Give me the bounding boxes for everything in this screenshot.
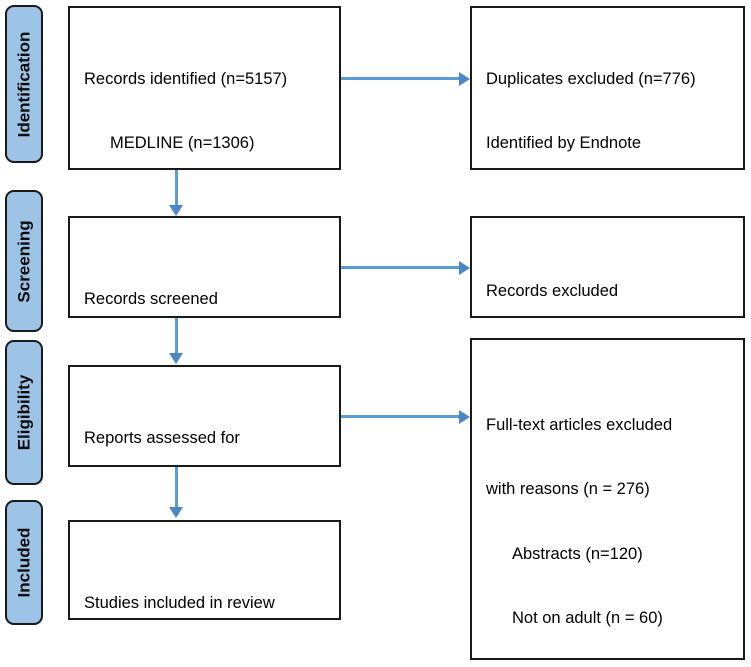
stage-bar-eligibility: Eligibility bbox=[5, 340, 43, 485]
box-records-excluded: Records excluded Not relevant or met exc… bbox=[470, 216, 745, 318]
box-reports-assessed-text: Reports assessed for eligibility (n = 31… bbox=[84, 385, 331, 465]
arrowhead-identified-to-screened bbox=[169, 205, 183, 216]
fulltext-excluded-reason-abstracts: Abstracts (n=120) bbox=[512, 544, 643, 563]
connector-identified-to-screened bbox=[175, 170, 178, 208]
reports-assessed-line-1: Reports assessed for bbox=[84, 428, 240, 447]
box-records-identified-text: Records identified (n=5157) MEDLINE (n=1… bbox=[84, 26, 331, 168]
connector-reports-to-fulltext-excluded bbox=[341, 415, 461, 418]
stage-bar-screening: Screening bbox=[5, 190, 43, 332]
box-records-screened: Records screened (n=4381) bbox=[68, 216, 341, 318]
arrowhead-screened-to-excluded bbox=[459, 260, 470, 275]
arrowhead-identified-to-duplicates bbox=[459, 71, 470, 86]
box-records-excluded-text: Records excluded Not relevant or met exc… bbox=[486, 238, 735, 316]
box-duplicates-excluded-text: Duplicates excluded (n=776) Identified b… bbox=[486, 26, 735, 168]
studies-included-line-1: Studies included in review bbox=[84, 593, 275, 612]
box-studies-included: Studies included in review (n=41) bbox=[68, 520, 341, 620]
arrowhead-screened-to-reports bbox=[169, 353, 183, 364]
duplicates-excluded-line-1: Duplicates excluded (n=776) bbox=[486, 69, 696, 88]
box-duplicates-excluded: Duplicates excluded (n=776) Identified b… bbox=[470, 6, 745, 170]
box-fulltext-excluded-text: Full-text articles excluded with reasons… bbox=[486, 372, 735, 658]
box-records-screened-text: Records screened (n=4381) bbox=[84, 246, 331, 316]
records-screened-line-1: Records screened bbox=[84, 289, 218, 308]
connector-screened-to-excluded bbox=[341, 266, 461, 269]
box-reports-assessed: Reports assessed for eligibility (n = 31… bbox=[68, 365, 341, 467]
connector-screened-to-reports bbox=[175, 318, 178, 356]
box-studies-included-text: Studies included in review (n=41) bbox=[84, 550, 331, 618]
fulltext-excluded-heading-2: with reasons (n = 276) bbox=[486, 480, 650, 499]
stage-bar-identification: Identification bbox=[5, 5, 43, 163]
records-excluded-line-1: Records excluded bbox=[486, 281, 619, 300]
fulltext-excluded-heading-1: Full-text articles excluded bbox=[486, 415, 673, 434]
duplicates-excluded-line-2: Identified by Endnote bbox=[486, 134, 642, 153]
stage-label-screening: Screening bbox=[14, 219, 34, 303]
box-records-identified: Records identified (n=5157) MEDLINE (n=1… bbox=[68, 6, 341, 170]
stage-label-included: Included bbox=[14, 527, 34, 598]
connector-reports-to-studies-included bbox=[175, 467, 178, 510]
stage-label-eligibility: Eligibility bbox=[14, 374, 34, 451]
fulltext-excluded-reason-not-on-adult: Not on adult (n = 60) bbox=[512, 608, 663, 627]
stage-bar-included: Included bbox=[5, 500, 43, 625]
arrowhead-reports-to-studies-included bbox=[169, 507, 183, 518]
records-identified-source-medline: MEDLINE (n=1306) bbox=[110, 134, 255, 153]
connector-identified-to-duplicates bbox=[341, 77, 461, 80]
arrowhead-reports-to-fulltext-excluded bbox=[459, 409, 470, 424]
box-fulltext-excluded: Full-text articles excluded with reasons… bbox=[470, 338, 745, 660]
stage-label-identification: Identification bbox=[14, 31, 34, 137]
records-identified-heading: Records identified (n=5157) bbox=[84, 69, 288, 88]
